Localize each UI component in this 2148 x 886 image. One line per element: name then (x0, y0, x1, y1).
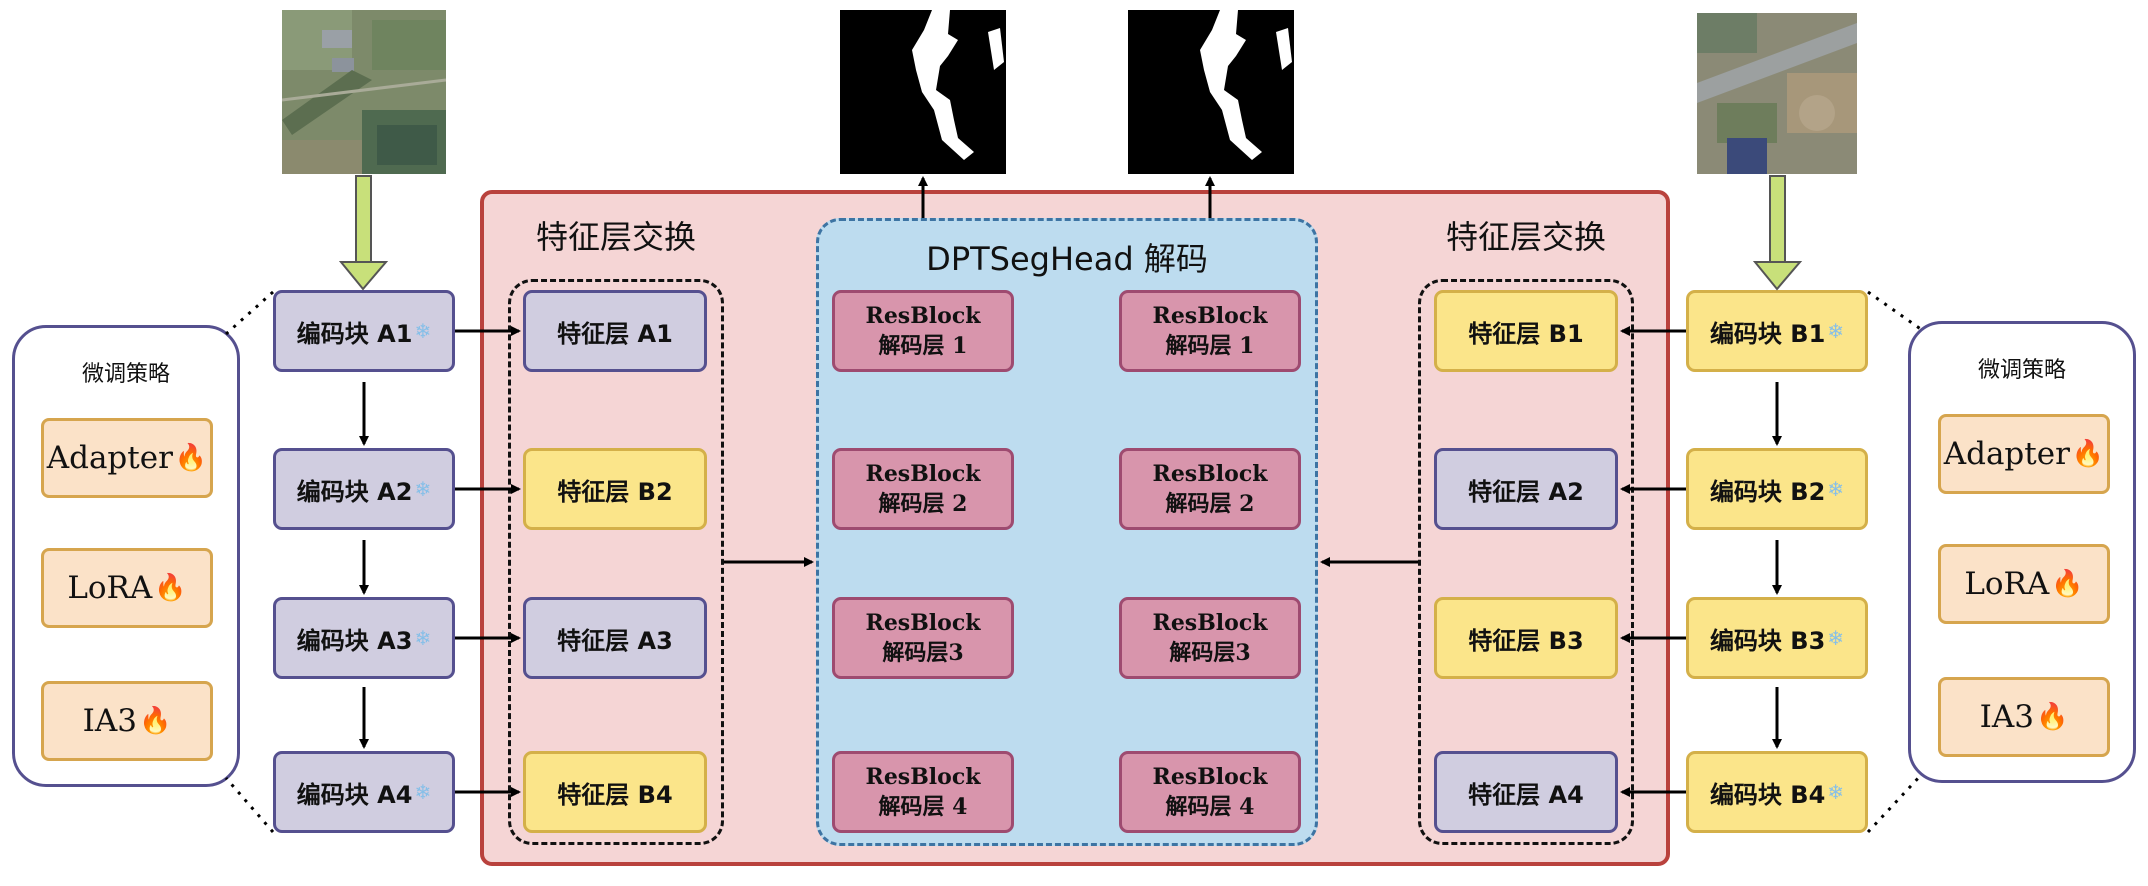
encoder-a3: 编码块 A3❄ (273, 597, 455, 679)
encoder-b1: 编码块 B1❄ (1686, 290, 1868, 372)
left-strategy-lora: LoRA🔥 (41, 548, 213, 628)
fire-icon: 🔥 (138, 706, 172, 736)
encoder-a2: 编码块 A2❄ (273, 448, 455, 530)
callout-line-left-top (225, 290, 274, 336)
resblock-name: ResBlock (1152, 461, 1268, 487)
decoder-title: DPTSegHead 解码 (926, 240, 1208, 278)
resblock-right-1: ResBlock 解码层 1 (1119, 290, 1301, 372)
feature-left-4: 特征层 B4 (523, 751, 707, 833)
input-arrow-a (338, 175, 389, 291)
resblock-name: ResBlock (865, 610, 981, 636)
feature-left-1: 特征层 A1 (523, 290, 707, 372)
left-strategy-ia3: IA3🔥 (41, 681, 213, 761)
right-swap-title: 特征层交换 (1445, 218, 1606, 256)
right-strategy-adapter: Adapter🔥 (1938, 414, 2110, 494)
resblock-layer: 解码层 2 (878, 491, 968, 517)
adapter-label: Adapter (1943, 436, 2070, 472)
resblock-layer: 解码层 4 (1165, 794, 1255, 820)
callout-line-left-bottom (224, 777, 275, 833)
output-mask-b (1128, 10, 1294, 174)
fire-icon: 🔥 (2051, 569, 2084, 599)
lora-label: LoRA (67, 570, 153, 606)
output-mask-a (840, 10, 1006, 174)
left-swap-group (508, 279, 724, 845)
encoder-b4: 编码块 B4❄ (1686, 751, 1868, 833)
fire-icon: 🔥 (2071, 439, 2105, 469)
snowflake-icon: ❄ (1827, 626, 1845, 650)
feature-left-2: 特征层 B2 (523, 448, 707, 530)
right-swap-group (1418, 279, 1634, 845)
snowflake-icon: ❄ (414, 626, 432, 650)
encoder-a3-label: 编码块 A3 (296, 626, 413, 655)
snowflake-icon: ❄ (414, 780, 432, 804)
callout-line-right-top (1867, 290, 1923, 332)
snowflake-icon: ❄ (1827, 780, 1845, 804)
callout-line-right-bottom (1866, 772, 1924, 834)
lora-label: LoRA (1964, 566, 2050, 602)
fire-icon: 🔥 (2035, 702, 2069, 732)
encoder-b4-label: 编码块 B4 (1709, 780, 1826, 809)
encoder-b1-label: 编码块 B1 (1709, 319, 1826, 348)
resblock-name: ResBlock (865, 303, 981, 329)
feature-right-1: 特征层 B1 (1434, 290, 1618, 372)
feature-left-3: 特征层 A3 (523, 597, 707, 679)
left-swap-title: 特征层交换 (535, 218, 696, 256)
left-strategy-title: 微调策略 (81, 362, 170, 387)
ia3-label: IA3 (1979, 699, 2034, 735)
encoder-a4-label: 编码块 A4 (296, 780, 413, 809)
resblock-name: ResBlock (865, 764, 981, 790)
snowflake-icon: ❄ (1827, 319, 1845, 343)
resblock-layer: 解码层3 (882, 640, 964, 666)
resblock-right-3: ResBlock 解码层3 (1119, 597, 1301, 679)
right-strategy-lora: LoRA🔥 (1938, 544, 2110, 624)
resblock-left-1: ResBlock 解码层 1 (832, 290, 1014, 372)
input-image-a (282, 10, 446, 174)
snowflake-icon: ❄ (1827, 477, 1845, 501)
resblock-layer: 解码层 1 (878, 333, 968, 359)
resblock-name: ResBlock (1152, 303, 1268, 329)
fire-icon: 🔥 (174, 443, 208, 473)
resblock-right-2: ResBlock 解码层 2 (1119, 448, 1301, 530)
encoder-b2: 编码块 B2❄ (1686, 448, 1868, 530)
resblock-left-2: ResBlock 解码层 2 (832, 448, 1014, 530)
adapter-label: Adapter (46, 440, 173, 476)
left-strategy-adapter: Adapter🔥 (41, 418, 213, 498)
feature-right-4: 特征层 A4 (1434, 751, 1618, 833)
encoder-a2-label: 编码块 A2 (296, 477, 413, 506)
ia3-label: IA3 (82, 703, 137, 739)
resblock-name: ResBlock (1152, 610, 1268, 636)
resblock-name: ResBlock (865, 461, 981, 487)
right-strategy-title: 微调策略 (1977, 358, 2066, 383)
resblock-layer: 解码层 1 (1165, 333, 1255, 359)
encoder-b2-label: 编码块 B2 (1709, 477, 1826, 506)
encoder-a1-label: 编码块 A1 (296, 319, 413, 348)
input-arrow-b (1752, 175, 1803, 291)
snowflake-icon: ❄ (414, 319, 432, 343)
encoder-a1: 编码块 A1❄ (273, 290, 455, 372)
encoder-b3: 编码块 B3❄ (1686, 597, 1868, 679)
resblock-layer: 解码层 2 (1165, 491, 1255, 517)
encoder-a4: 编码块 A4❄ (273, 751, 455, 833)
resblock-layer: 解码层 4 (878, 794, 968, 820)
encoder-b3-label: 编码块 B3 (1709, 626, 1826, 655)
input-image-b (1697, 13, 1857, 174)
right-strategy-ia3: IA3🔥 (1938, 677, 2110, 757)
resblock-left-3: ResBlock 解码层3 (832, 597, 1014, 679)
feature-right-2: 特征层 A2 (1434, 448, 1618, 530)
resblock-layer: 解码层3 (1169, 640, 1251, 666)
resblock-name: ResBlock (1152, 764, 1268, 790)
snowflake-icon: ❄ (414, 477, 432, 501)
resblock-right-4: ResBlock 解码层 4 (1119, 751, 1301, 833)
fire-icon: 🔥 (154, 573, 187, 603)
resblock-left-4: ResBlock 解码层 4 (832, 751, 1014, 833)
feature-right-3: 特征层 B3 (1434, 597, 1618, 679)
